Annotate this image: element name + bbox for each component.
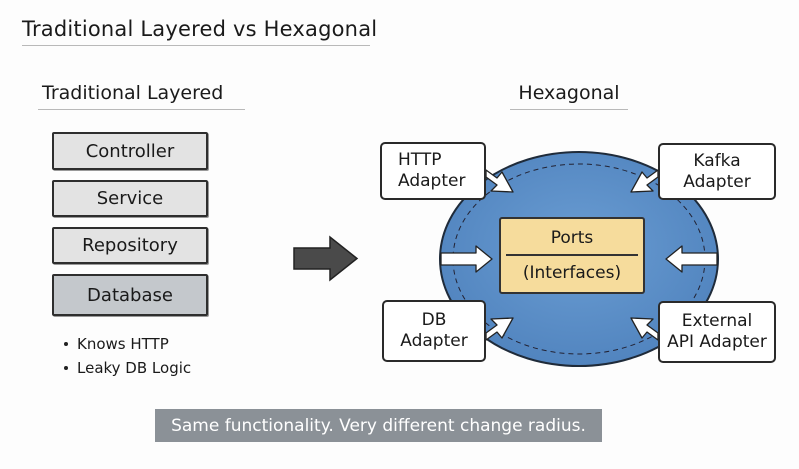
issue-item: Knows HTTP xyxy=(64,332,191,356)
layer-service: Service xyxy=(52,180,208,217)
db-inbound-arrow-icon xyxy=(485,317,514,341)
layered-heading: Traditional Layered xyxy=(38,82,245,110)
footer-banner: Same functionality. Very different chang… xyxy=(155,409,602,442)
bullet-icon xyxy=(64,366,68,370)
interfaces-label: (Interfaces) xyxy=(522,262,622,283)
layer-repository: Repository xyxy=(52,227,208,264)
hexagonal-heading: Hexagonal xyxy=(510,82,628,110)
kafka-adapter-box: Kafka Adapter xyxy=(658,143,776,200)
external-inbound-arrow-icon xyxy=(630,317,659,341)
ports-label: Ports xyxy=(550,228,594,249)
http-inbound-arrow-icon xyxy=(485,169,514,193)
external-api-adapter-box: External API Adapter xyxy=(658,301,776,363)
page-title: Traditional Layered vs Hexagonal xyxy=(22,17,377,46)
db-adapter-box: DB Adapter xyxy=(382,300,486,362)
left-inbound-arrow-icon xyxy=(440,245,493,273)
right-inbound-arrow-icon xyxy=(665,245,718,273)
right-arrow-icon xyxy=(293,235,359,282)
bullet-icon xyxy=(64,342,68,346)
kafka-inbound-arrow-icon xyxy=(630,169,659,193)
http-adapter-box: HTTP Adapter xyxy=(380,142,486,200)
layered-issues-list: Knows HTTP Leaky DB Logic xyxy=(64,332,191,380)
issue-item: Leaky DB Logic xyxy=(64,356,191,380)
ports-core-box: Ports (Interfaces) xyxy=(499,217,645,294)
ports-divider xyxy=(506,254,638,256)
layer-controller: Controller xyxy=(52,132,208,170)
layer-database: Database xyxy=(52,274,208,316)
